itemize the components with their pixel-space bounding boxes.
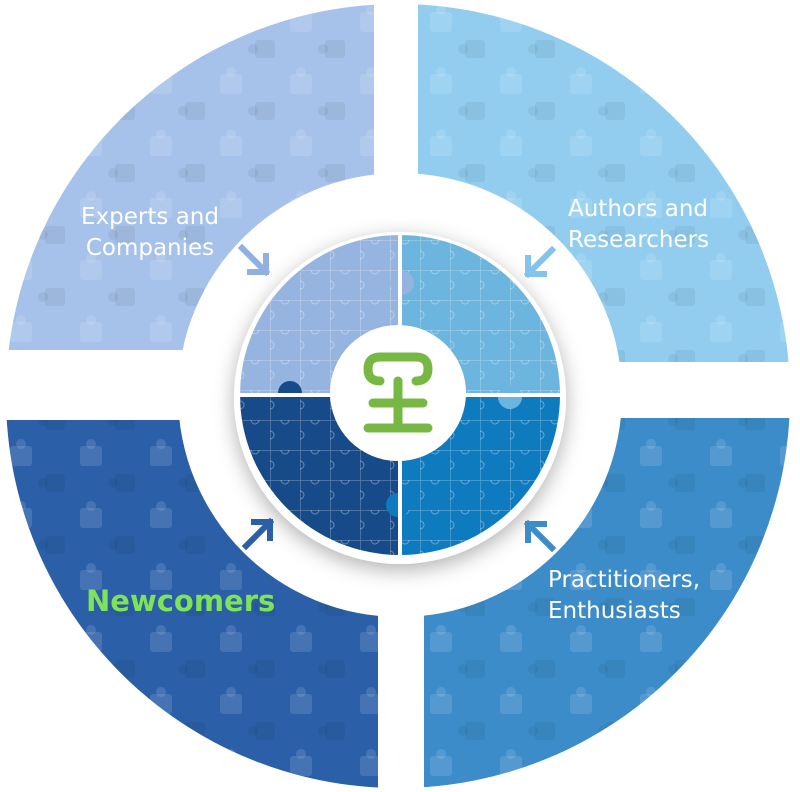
label-line: Newcomers <box>86 584 276 618</box>
label-line: Companies <box>85 235 215 261</box>
puzzle-logo-icon <box>363 352 433 433</box>
arrow-icon-top-left <box>237 243 271 277</box>
label-line: Enthusiasts <box>548 598 681 624</box>
label-practitioners-enthusiasts: Practitioners, Enthusiasts <box>548 565 728 627</box>
label-authors-researchers: Authors and Researchers <box>568 194 748 256</box>
label-line: Researchers <box>568 227 710 253</box>
arrow-icon-bottom-right <box>523 519 557 553</box>
arrow-icon-bottom-left <box>241 517 275 551</box>
arrow-icon-top-right <box>523 245 557 279</box>
label-newcomers: Newcomers <box>86 586 306 617</box>
label-line: Practitioners, <box>548 567 701 593</box>
label-line: Experts and <box>81 204 219 230</box>
label-line: Authors and <box>568 196 708 222</box>
label-experts-companies: Experts and Companies <box>70 202 230 264</box>
